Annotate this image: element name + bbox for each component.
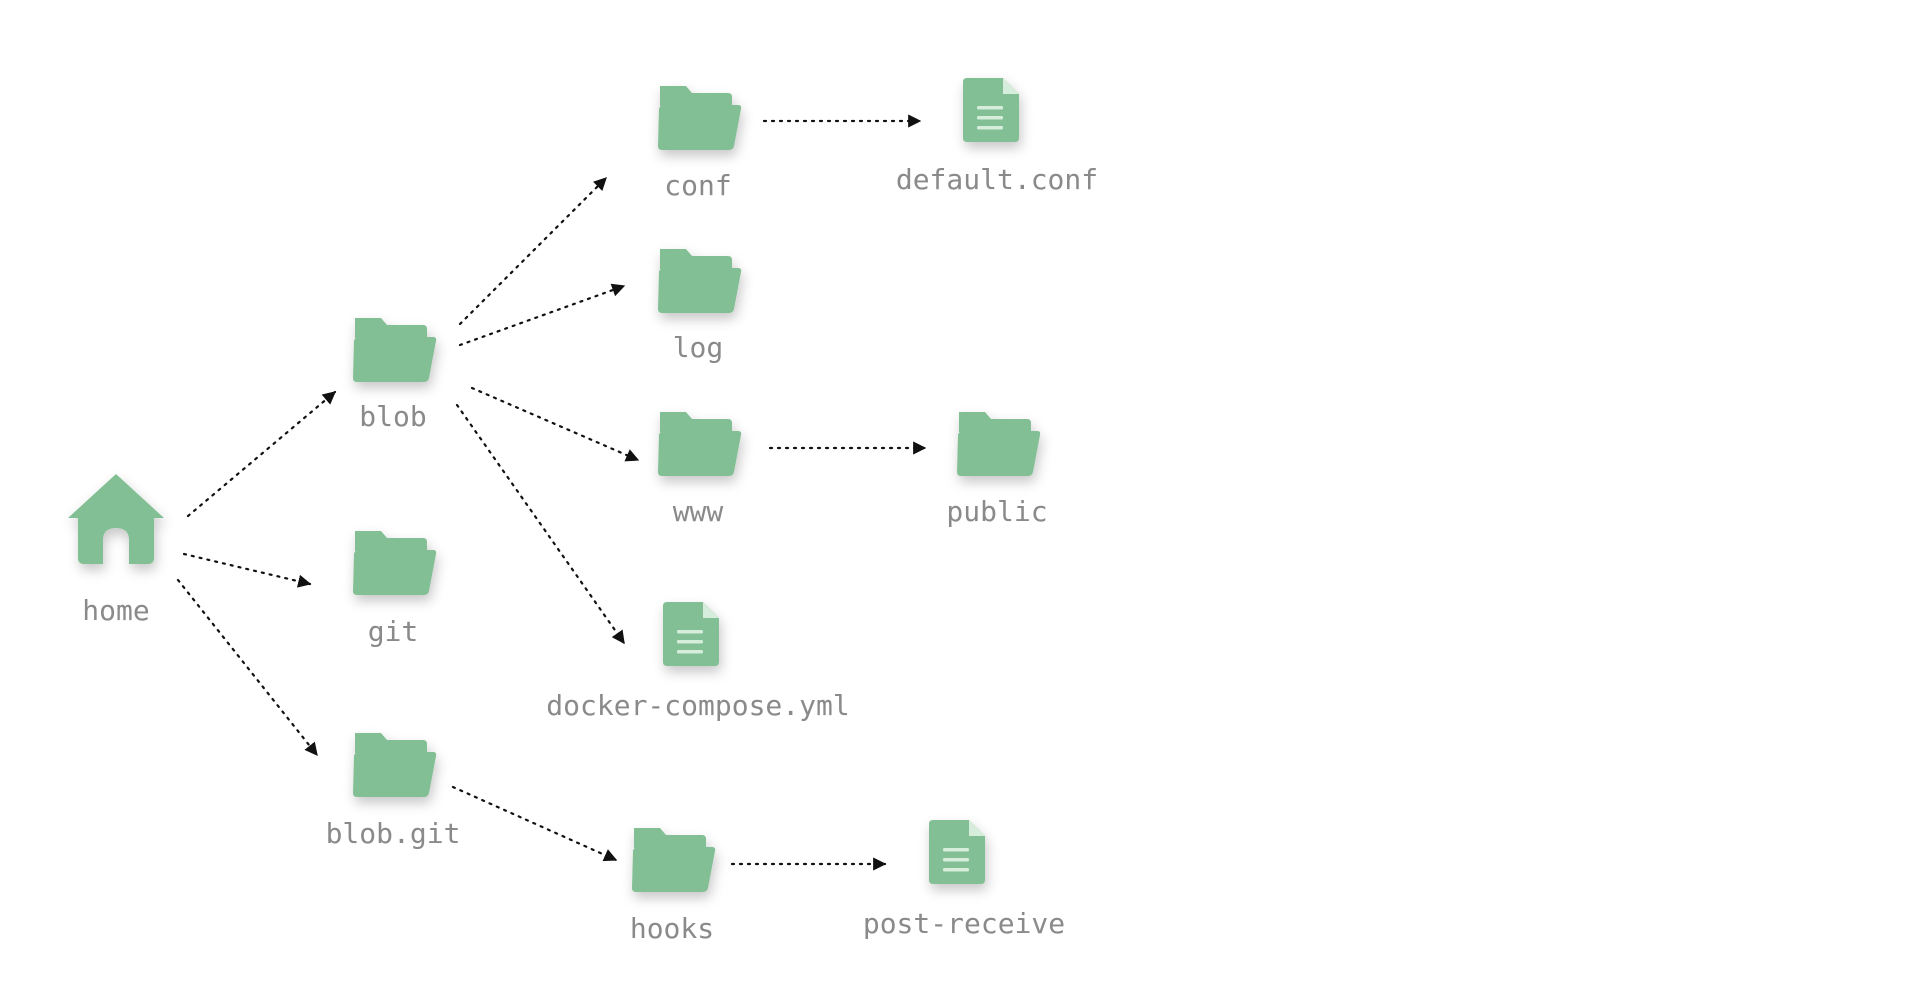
edge-blob-git-hooks	[451, 785, 618, 862]
node-label-git: git	[368, 615, 419, 648]
home-icon	[68, 474, 164, 564]
node-label-log: log	[673, 331, 724, 364]
node-label-home: home	[82, 594, 149, 627]
folder-icon	[957, 412, 1041, 476]
node-blob-git[interactable]: blob.git	[326, 733, 461, 850]
edge-blob-log	[458, 283, 626, 347]
folder-icon	[658, 86, 742, 150]
folder-icon	[353, 318, 437, 382]
node-home[interactable]: home	[68, 474, 164, 627]
node-public[interactable]: public	[946, 412, 1048, 528]
edge-blob-conf	[458, 176, 608, 326]
file-icon	[663, 602, 719, 666]
node-label-public: public	[946, 495, 1047, 528]
node-post-receive[interactable]: post-receive	[863, 820, 1065, 940]
edge-blob-docker-compose	[455, 403, 626, 645]
node-label-conf: conf	[664, 169, 731, 202]
file-icon	[963, 78, 1019, 142]
node-label-blob: blob	[359, 400, 426, 433]
node-blob[interactable]: blob	[353, 318, 437, 433]
edges	[176, 114, 927, 871]
node-label-post-receive: post-receive	[863, 907, 1065, 940]
node-label-default-conf: default.conf	[896, 163, 1098, 196]
node-docker-compose[interactable]: docker-compose.yml	[546, 602, 850, 722]
node-label-www: www	[673, 495, 724, 528]
node-label-blob-git: blob.git	[326, 817, 461, 850]
edge-blob-www	[470, 386, 640, 462]
folder-icon	[632, 828, 716, 892]
edge-home-git	[182, 552, 312, 588]
node-label-hooks: hooks	[630, 912, 714, 945]
node-label-docker-compose: docker-compose.yml	[546, 689, 849, 722]
node-default-conf[interactable]: default.conf	[896, 78, 1098, 196]
file-icon	[929, 820, 985, 884]
edge-home-blob-git	[176, 578, 319, 757]
folder-icon	[658, 412, 742, 476]
folder-icon	[353, 531, 437, 595]
folder-icon	[353, 733, 437, 797]
folder-icon	[658, 249, 742, 313]
node-hooks[interactable]: hooks	[630, 828, 716, 945]
node-log[interactable]: log	[658, 249, 742, 364]
node-conf[interactable]: conf	[658, 86, 742, 202]
edge-home-blob	[186, 390, 337, 518]
node-git[interactable]: git	[353, 531, 437, 648]
node-www[interactable]: www	[658, 412, 742, 528]
